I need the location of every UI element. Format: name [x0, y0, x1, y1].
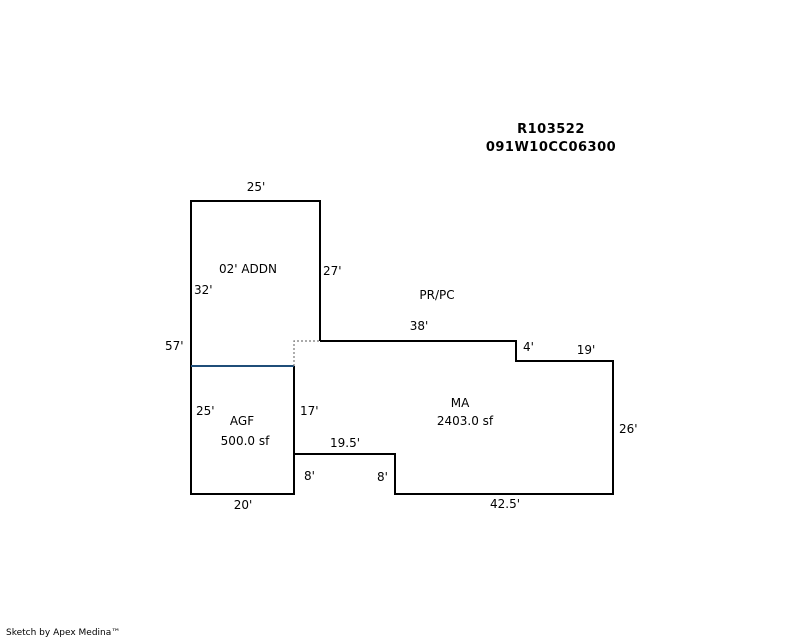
- dim-addn-top: 25': [246, 180, 266, 194]
- dim-overall-left: 57': [165, 339, 184, 353]
- dim-garage-left: 25': [196, 404, 215, 418]
- dim-main-bottom: 42.5': [489, 497, 521, 511]
- area-size-main: 2403.0 sf: [436, 414, 494, 428]
- dim-step: 4': [523, 340, 534, 354]
- area-label-addn: 02' ADDN: [218, 262, 278, 276]
- main-outline: [294, 340, 614, 495]
- dim-notch-left: 8': [304, 469, 315, 483]
- sketch-credit: Sketch by Apex Medina™: [6, 628, 121, 638]
- area-label-main: MA: [450, 396, 470, 410]
- area-label-garage: AGF: [229, 414, 255, 428]
- area-label-porch: PR/PC: [419, 288, 455, 302]
- dotted-connector: [293, 340, 320, 366]
- dim-garage-right: 17': [300, 404, 319, 418]
- dim-addn-left: 32': [194, 283, 213, 297]
- garage-outline: [190, 366, 295, 495]
- dim-main-top-right: 19': [576, 343, 596, 357]
- dim-garage-bottom: 20': [233, 498, 253, 512]
- dim-addn-right: 27': [323, 264, 342, 278]
- dim-notch-right: 8': [377, 470, 388, 484]
- map-number: 091W10CC06300: [485, 140, 617, 155]
- parcel-id: R103522: [517, 122, 585, 137]
- area-size-garage: 500.0 sf: [220, 434, 270, 448]
- dim-main-right: 26': [619, 422, 638, 436]
- addn-outline: [190, 200, 321, 366]
- dim-main-top: 38': [409, 319, 429, 333]
- dim-notch-top: 19.5': [329, 436, 361, 450]
